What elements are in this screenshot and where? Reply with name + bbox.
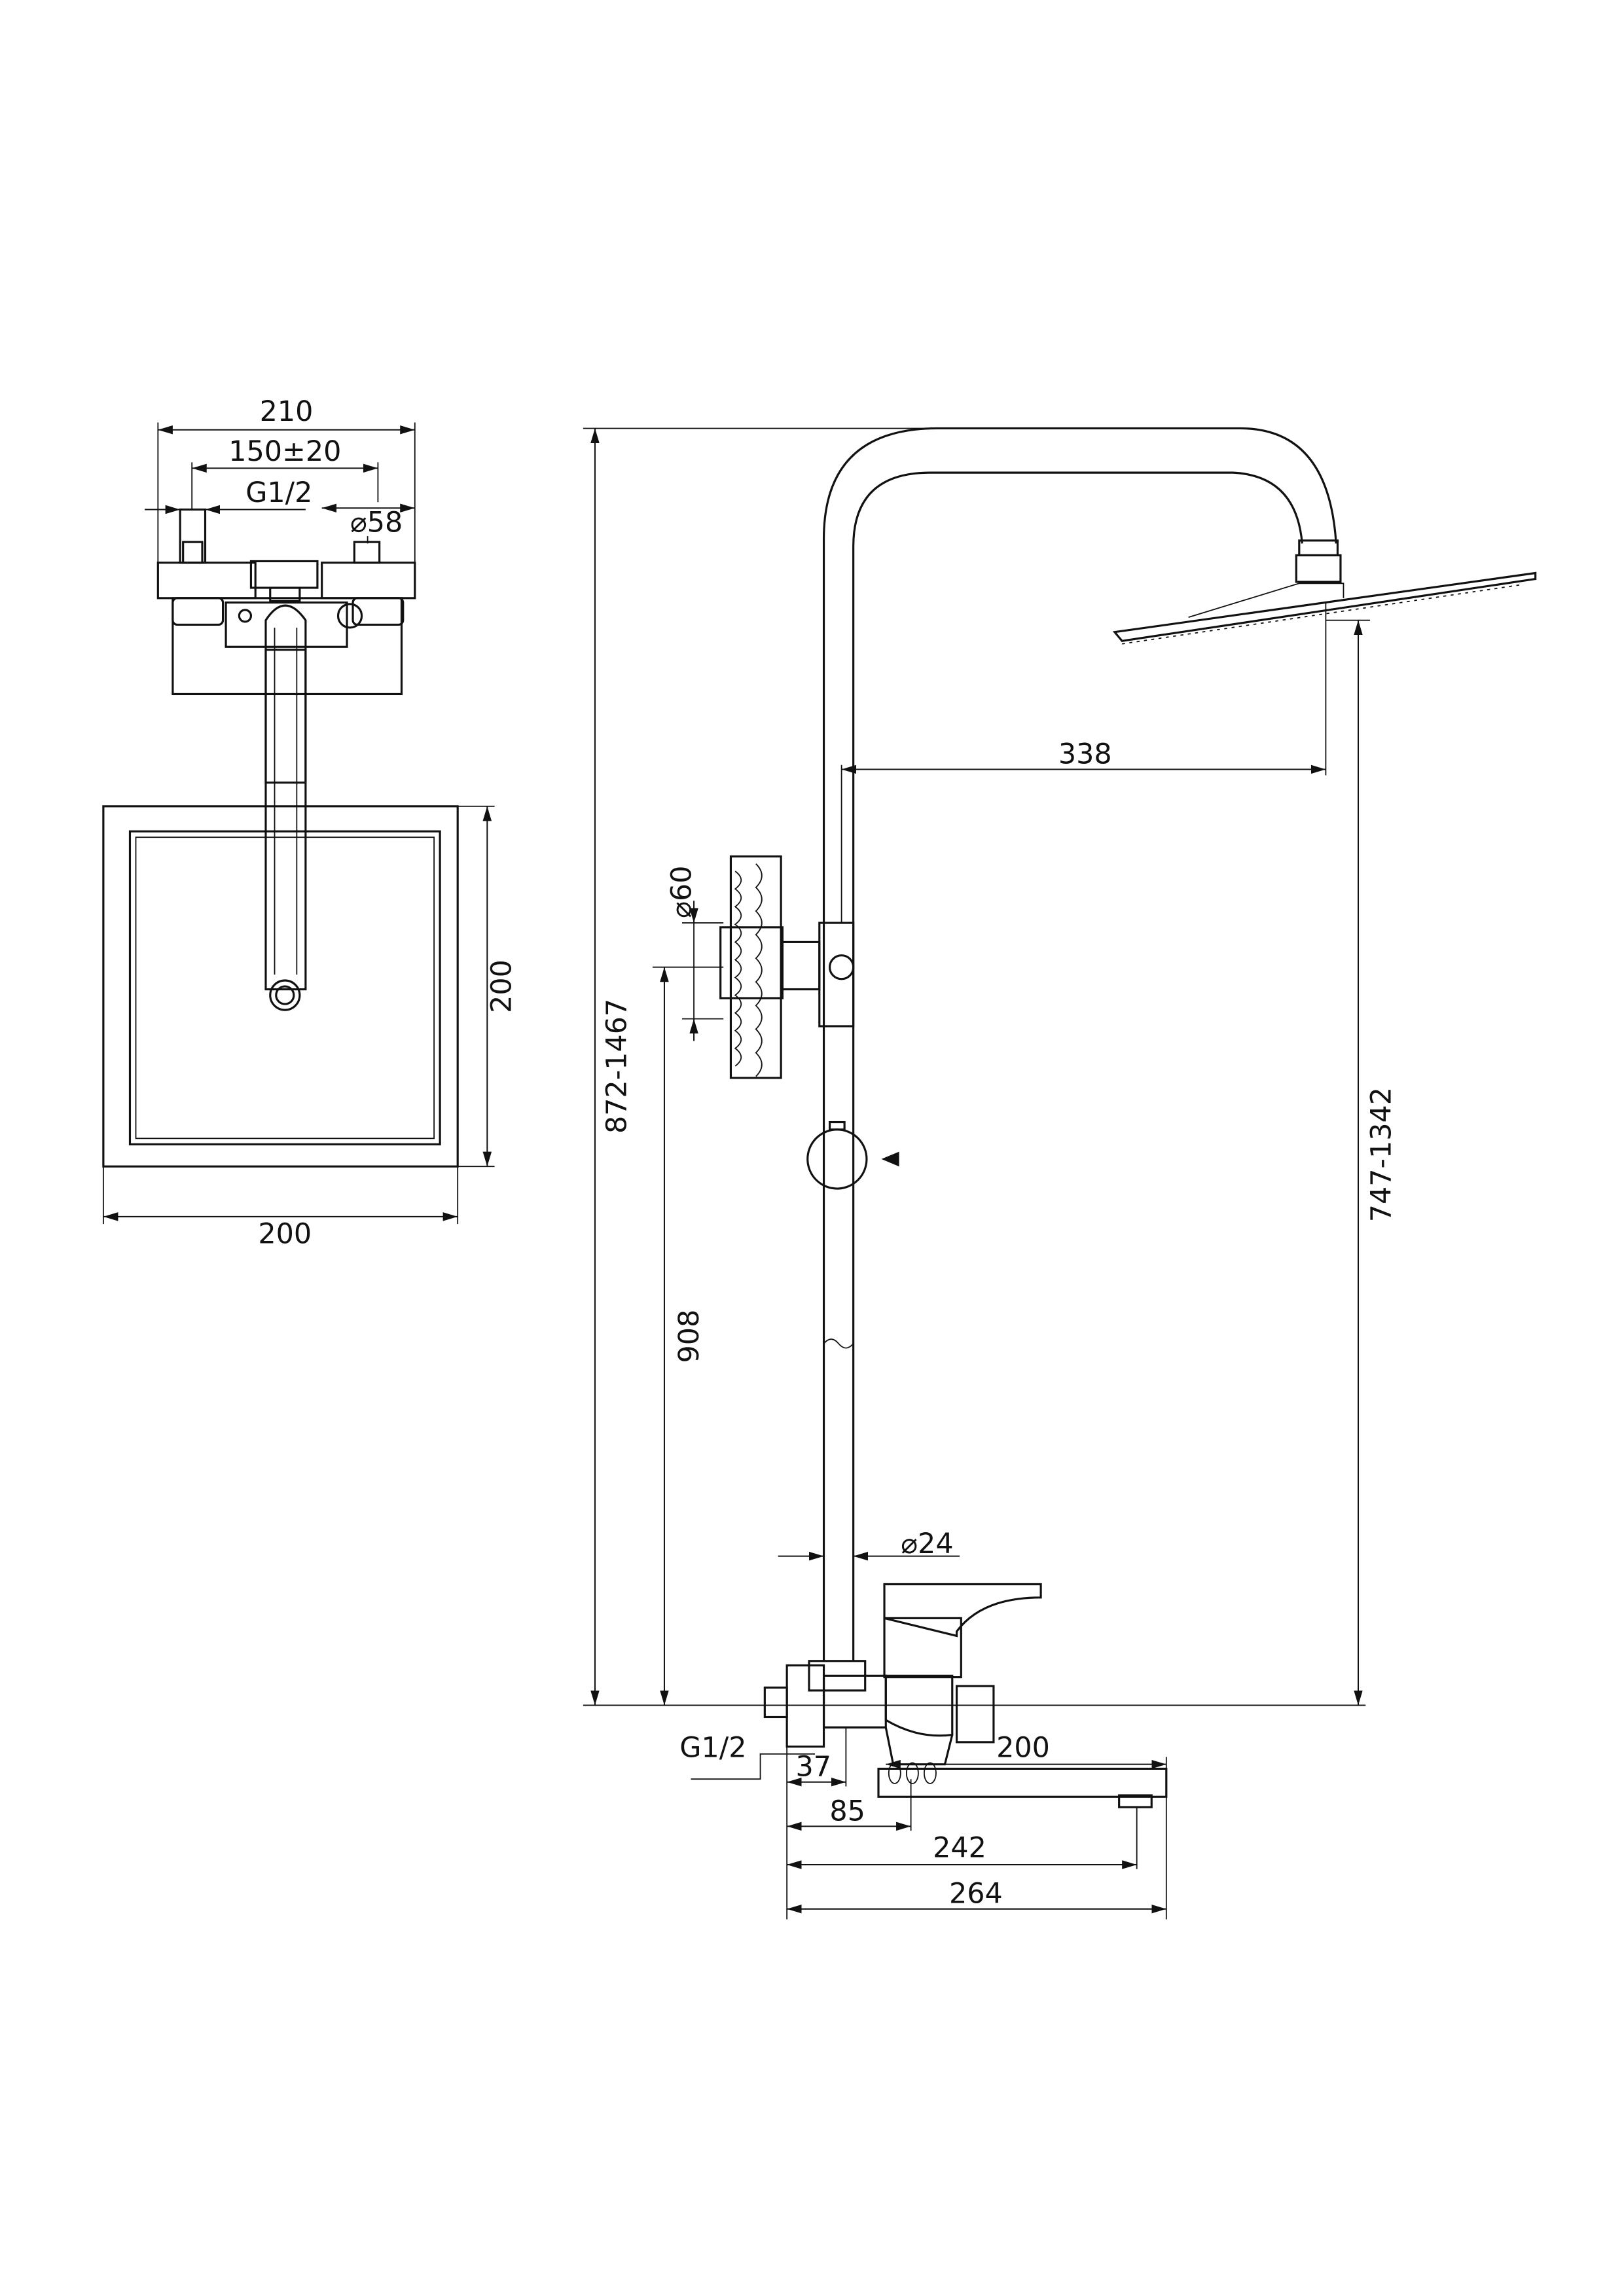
dim-tray-depth: 200 <box>485 960 518 1013</box>
dim-head-height: 747-1342 <box>1365 1087 1398 1222</box>
dim-holder-height: 908 <box>673 1310 706 1363</box>
dim-total-height: 872-1467 <box>600 999 633 1134</box>
dim-inlet-spacing: 150±20 <box>228 435 341 468</box>
dim-242: 242 <box>933 1832 986 1865</box>
dim-thread-side: G1/2 <box>679 1731 746 1764</box>
shower-head <box>1112 571 1537 642</box>
dim-tray-width: 200 <box>258 1217 312 1250</box>
dim-85: 85 <box>829 1795 865 1827</box>
bath-mixer <box>763 1583 1168 1808</box>
dim-264: 264 <box>949 1878 1003 1910</box>
bath-spout <box>877 1767 1168 1798</box>
top-view: 210 150±20 G1/2 ⌀58 <box>102 395 518 1250</box>
dim-holder-diameter: ⌀60 <box>666 866 698 918</box>
dim-rail-diameter: ⌀24 <box>901 1528 953 1560</box>
dim-head-reach: 338 <box>1058 738 1112 770</box>
side-view: 872-1467 338 747-1342 ⌀60 <box>583 427 1537 1920</box>
slider-knob <box>806 1128 868 1190</box>
wall-holder-plate <box>729 855 782 1079</box>
dim-thread-top: G1/2 <box>245 476 312 509</box>
dim-overall-width: 210 <box>260 395 314 428</box>
dim-37: 37 <box>795 1751 831 1784</box>
dim-spout-length: 200 <box>996 1731 1050 1764</box>
shower-column <box>822 427 1337 1661</box>
dim-flange: ⌀58 <box>350 506 403 539</box>
